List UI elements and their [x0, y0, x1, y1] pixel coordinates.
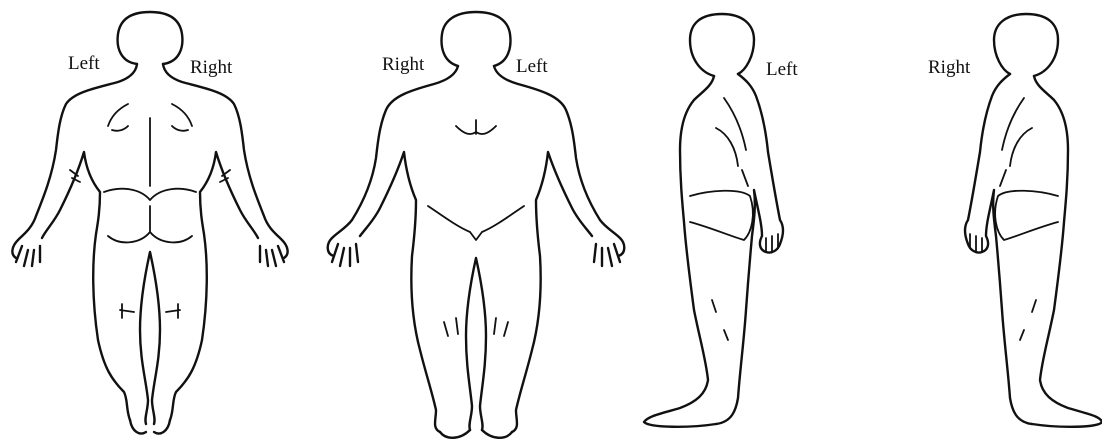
back-buttocks: [108, 206, 192, 242]
front-legs-inner: [466, 258, 486, 430]
back-scapula-left: [108, 104, 128, 131]
left-side-view-label: Left: [766, 60, 798, 79]
back-feet: [130, 420, 170, 434]
front-feet: [440, 430, 512, 438]
front-view-figure: [328, 12, 625, 438]
back-waist: [104, 189, 196, 200]
back-view-figure: [12, 12, 287, 434]
left-side-buttock: [690, 191, 753, 240]
right-side-view-label: Right: [928, 58, 970, 77]
left-side-head: [690, 14, 754, 76]
left-side-outline: [644, 74, 783, 427]
right-side-knee: [1020, 300, 1036, 340]
front-body-left-outline: [328, 66, 458, 432]
back-head: [118, 12, 183, 64]
right-side-outline: [965, 74, 1102, 427]
left-side-view-figure: [644, 14, 783, 427]
left-side-arm-line: [716, 98, 748, 186]
back-view-right-label: Right: [190, 58, 232, 77]
right-side-head: [994, 14, 1058, 76]
front-head: [442, 12, 511, 66]
front-body-right-outline: [494, 66, 624, 432]
right-side-buttock: [995, 191, 1058, 240]
back-view-left-label: Left: [68, 54, 100, 73]
right-side-arm-line: [1000, 98, 1032, 186]
right-side-view-figure: [965, 14, 1102, 427]
front-knees: [444, 318, 508, 336]
back-knees: [120, 304, 180, 318]
front-view-left-label: Left: [516, 57, 548, 76]
left-side-knee: [712, 300, 728, 340]
front-chest: [456, 120, 496, 134]
back-scapula-right: [172, 104, 192, 131]
back-legs-inner: [140, 252, 160, 424]
front-view-right-label: Right: [382, 55, 424, 74]
front-hips: [428, 206, 524, 240]
